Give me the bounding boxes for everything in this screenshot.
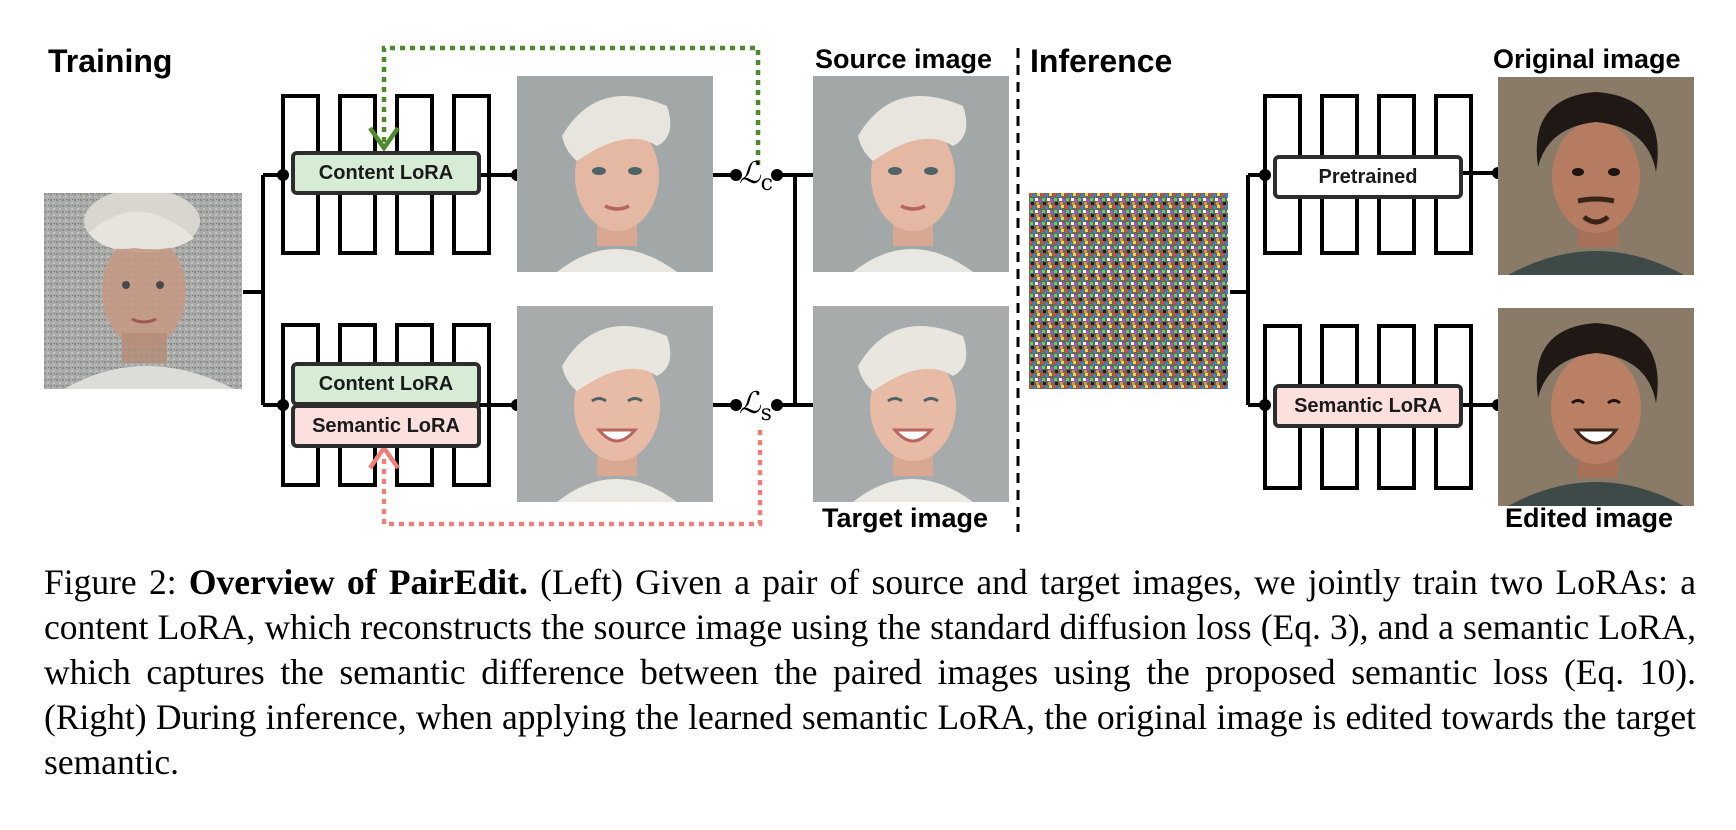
semantic-loss-subscript: s	[760, 401, 772, 426]
caption-body: (Left) Given a pair of source and target…	[44, 562, 1696, 782]
reconstructed-source-image	[517, 76, 713, 272]
caption-title: Overview of PairEdit.	[188, 562, 528, 602]
training-heading: Training	[48, 43, 173, 79]
source-image	[813, 76, 1009, 272]
caption-prefix: Figure 2:	[44, 562, 189, 602]
input-branch-connector	[243, 173, 283, 407]
original-image-label: Original image	[1493, 44, 1681, 74]
semantic-loss-symbol: ℒ	[739, 386, 761, 421]
content-lora-box-bottom: Content LoRA	[291, 362, 481, 406]
source-image-label: Source image	[815, 44, 993, 74]
figure-caption: Figure 2: Overview of PairEdit. (Left) G…	[44, 560, 1696, 785]
content-loss-symbol: ℒ	[739, 156, 761, 191]
generated-target-image	[517, 306, 713, 502]
original-image	[1498, 77, 1694, 275]
target-image	[813, 306, 1009, 502]
figure: Training Inference Source image Target i…	[44, 43, 1694, 533]
unet-top-training	[281, 94, 491, 255]
edited-image-label: Edited image	[1505, 503, 1674, 533]
content-gradient-arrow	[381, 45, 761, 165]
inference-heading: Inference	[1030, 43, 1173, 79]
content-lora-box-top: Content LoRA	[291, 151, 481, 195]
unet-bottom-inference	[1263, 324, 1473, 490]
semantic-loss-label: ℒs	[739, 386, 772, 426]
target-image-label: Target image	[822, 503, 989, 533]
semantic-gradient-arrow	[381, 430, 763, 527]
content-loss-label: ℒc	[739, 156, 773, 196]
noise-image	[1029, 193, 1228, 389]
content-loss-subscript: c	[760, 171, 773, 196]
unet-top-inference	[1263, 94, 1473, 255]
semantic-lora-box-inference: Semantic LoRA	[1273, 384, 1463, 428]
semantic-lora-box-training: Semantic LoRA	[291, 404, 481, 448]
noisy-input-image	[44, 193, 242, 389]
diagram-lines	[243, 45, 1504, 532]
pretrained-box: Pretrained	[1273, 155, 1463, 199]
edited-image	[1498, 308, 1694, 506]
